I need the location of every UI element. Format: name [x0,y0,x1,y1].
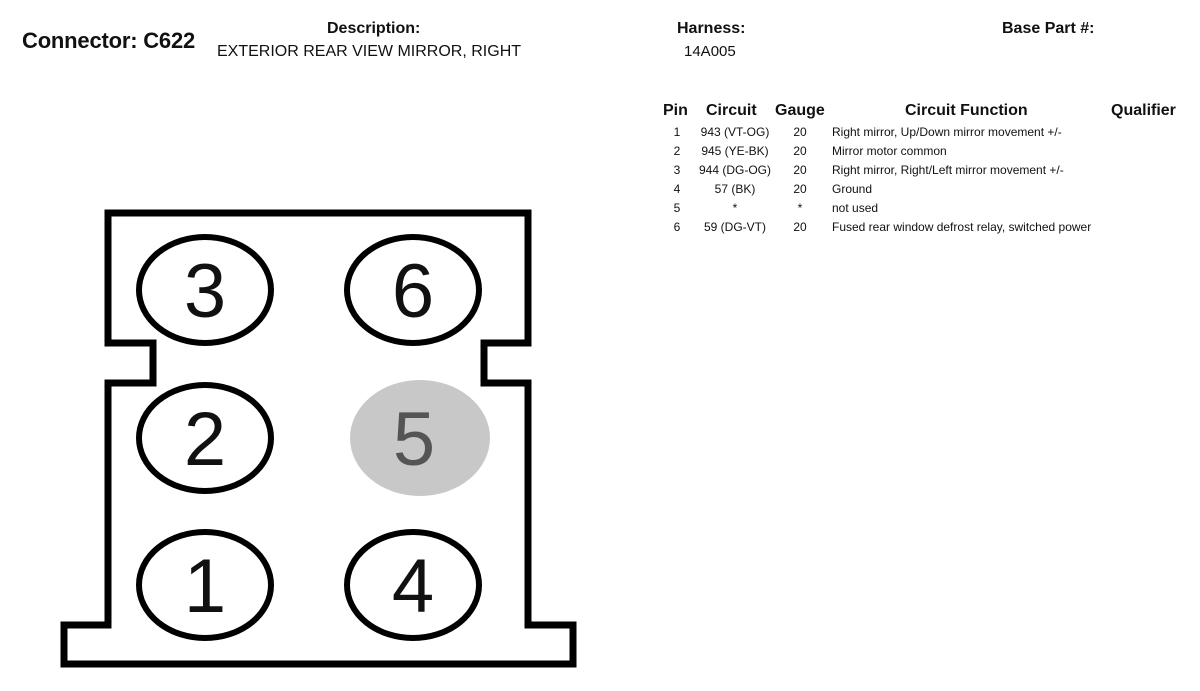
header-gauge: Gauge [775,102,825,119]
circuit-function: Fused rear window defrost relay, switche… [832,220,1092,234]
cavity-3-ring [136,234,274,346]
circuit-function: Right mirror, Right/Left mirror movement… [832,163,1064,177]
circuit-function: Mirror motor common [832,144,947,158]
pin-number: 2 [673,144,681,158]
pin-number: 5 [673,201,681,215]
circuit-function: Ground [832,182,873,196]
description-label: Description: [327,20,421,37]
cavity-2-ring [136,382,274,494]
table-row: 2 945 (YE-BK) 20 Mirror motor common [660,144,1200,163]
cavity-5-unused [350,380,490,496]
circuit-function: not used [832,201,879,215]
cavity-3-label: 3 [184,249,226,334]
header-circuit: Circuit [706,102,757,119]
table-row: 4 57 (BK) 20 Ground [660,182,1200,201]
cavity-2-label: 2 [184,397,226,482]
circuit-id: * [732,201,738,215]
circuit-id: 944 (DG-OG) [698,163,771,177]
connector-title: Connector: C622 [22,28,196,53]
description-value: EXTERIOR REAR VIEW MIRROR, RIGHT [217,43,522,60]
circuit-id: 943 (VT-OG) [700,125,770,139]
circuit-id: 59 (DG-VT) [703,220,766,234]
header-circuit-function: Circuit Function [905,102,1028,119]
circuit-function: Right mirror, Up/Down mirror movement +/… [832,125,1062,139]
wire-gauge: 20 [793,125,807,139]
pin-number: 6 [673,220,681,234]
base-part-label: Base Part #: [1002,20,1095,37]
pin-number: 4 [673,182,681,196]
circuit-id: 945 (YE-BK) [701,144,769,158]
wire-gauge: 20 [793,163,807,177]
header-qualifier: Qualifier [1111,102,1176,119]
cavity-5-label: 5 [393,397,435,482]
table-row: 3 944 (DG-OG) 20 Right mirror, Right/Lef… [660,163,1200,182]
cavity-4-label: 4 [392,544,434,629]
cavity-5: 5 [350,380,490,496]
wire-gauge: 20 [793,144,807,158]
table-row: 6 59 (DG-VT) 20 Fused rear window defros… [660,220,1200,239]
cavity-1: 1 [136,529,274,641]
wire-gauge: * [797,201,803,215]
harness-label: Harness: [677,20,746,37]
table-row: 1 943 (VT-OG) 20 Right mirror, Up/Down m… [660,125,1200,144]
wire-gauge: 20 [793,220,807,234]
cavity-6-ring [344,234,482,346]
cavity-3: 3 [136,234,274,346]
table-row: 5 * * not used [660,201,1200,220]
cavity-4-ring [344,529,482,641]
wire-gauge: 20 [793,182,807,196]
cavity-4: 4 [344,529,482,641]
connector-housing-outline [60,209,577,668]
cavity-1-ring [136,529,274,641]
harness-value: 14A005 [684,43,736,60]
cavity-2: 2 [136,382,274,494]
pin-number: 3 [673,163,681,177]
header-pin: Pin [663,102,688,119]
circuit-id: 57 (BK) [714,182,756,196]
cavity-1-label: 1 [184,544,226,629]
cavity-6: 6 [344,234,482,346]
pin-number: 1 [673,125,681,139]
cavity-6-label: 6 [392,249,434,334]
